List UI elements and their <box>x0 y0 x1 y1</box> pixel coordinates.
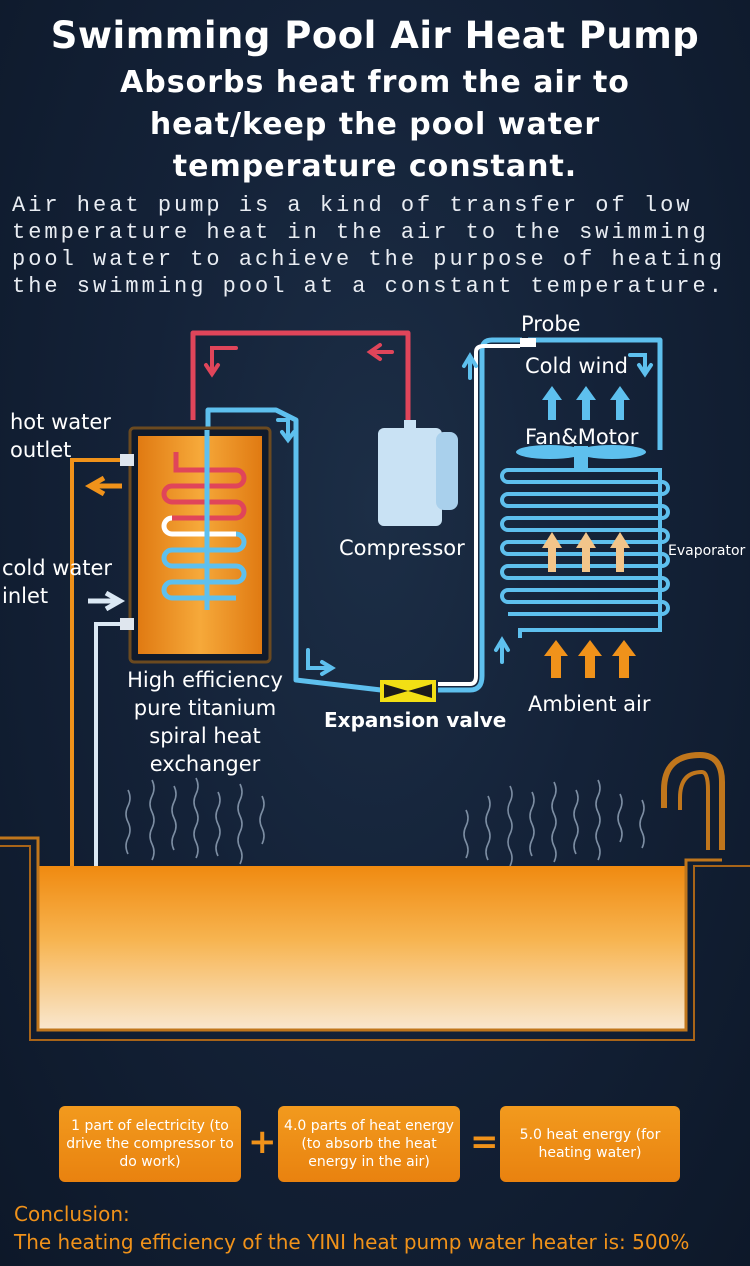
fan-motor-label: Fan&Motor <box>525 425 639 449</box>
compressor-unit <box>378 420 458 526</box>
electricity-box: 1 part of electricity (to drive the comp… <box>59 1106 241 1182</box>
ambient-air-arrows <box>544 640 636 678</box>
heat-exchanger-label: High efficiency pure titanium spiral hea… <box>127 668 283 776</box>
heat-energy-box: 4.0 parts of heat energy (to absorb the … <box>278 1106 460 1182</box>
probe-sensor <box>520 338 536 347</box>
subtitle-line-3: temperature constant. <box>172 149 578 184</box>
fan-motor-symbol <box>516 445 646 468</box>
hot-water-out-arrow <box>84 475 122 497</box>
cold-wind-arrows <box>542 386 630 420</box>
probe-label: Probe <box>521 312 581 336</box>
evaporator-label: Evaporator <box>668 543 746 559</box>
subtitle-line-1: Absorbs heat from the air to <box>120 65 630 100</box>
compressor-label: Compressor <box>339 536 465 560</box>
cold-refrigerant-pipe <box>205 337 663 693</box>
subtitle-line-2: heat/keep the pool water <box>149 107 601 142</box>
conclusion-text: The heating efficiency of the YINI heat … <box>14 1230 690 1254</box>
ambient-air-label: Ambient air <box>528 692 651 716</box>
page-title: Swimming Pool Air Heat Pump <box>50 14 700 57</box>
expansion-valve-symbol <box>380 680 436 702</box>
steam-wisps <box>125 777 645 867</box>
expansion-valve-label: Expansion valve <box>324 708 507 732</box>
result-box: 5.0 heat energy (for heating water) <box>500 1106 680 1182</box>
cold-water-in-arrow <box>88 590 126 612</box>
plus-sign: + <box>248 1122 277 1162</box>
conclusion-label: Conclusion: <box>14 1202 130 1226</box>
equals-sign: = <box>470 1122 499 1162</box>
swimming-pool <box>0 751 750 1041</box>
water-pipes <box>70 458 120 880</box>
hot-flow-arrows <box>204 343 394 378</box>
warm-air-arrows <box>542 532 630 572</box>
evaporator-coil <box>500 468 670 638</box>
cold-pipe-white-tube <box>438 344 520 686</box>
page-subtitle: Absorbs heat from the air to heat/keep t… <box>0 62 750 188</box>
cold-flow-arrows <box>276 352 653 676</box>
cold-wind-label: Cold wind <box>525 354 629 378</box>
hot-water-outlet-label: hot water outlet <box>10 410 111 462</box>
heat-exchanger <box>120 426 272 664</box>
heat-pump-diagram <box>0 330 750 1041</box>
cold-water-inlet-label: cold water inlet <box>2 556 113 608</box>
intro-paragraph: Air heat pump is a kind of transfer of l… <box>12 193 725 299</box>
